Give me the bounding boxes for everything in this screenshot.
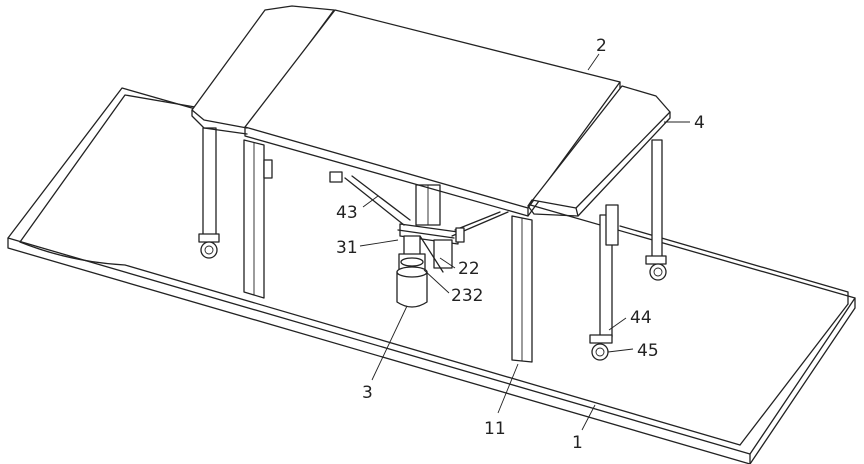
- label-side-panel: 4: [694, 113, 705, 133]
- label-brace: 43: [336, 203, 358, 223]
- label-motor: 3: [362, 383, 373, 403]
- label-coupling: 232: [451, 286, 483, 306]
- base-post: [512, 216, 532, 362]
- label-caster: 45: [637, 341, 659, 361]
- label-side-leg: 44: [630, 308, 652, 328]
- label-base-post: 11: [484, 419, 506, 439]
- label-base: 1: [572, 433, 583, 453]
- label-top-panel: 2: [596, 36, 607, 56]
- label-shaft-part: 22: [458, 259, 480, 279]
- label-motor-mount: 31: [336, 238, 358, 258]
